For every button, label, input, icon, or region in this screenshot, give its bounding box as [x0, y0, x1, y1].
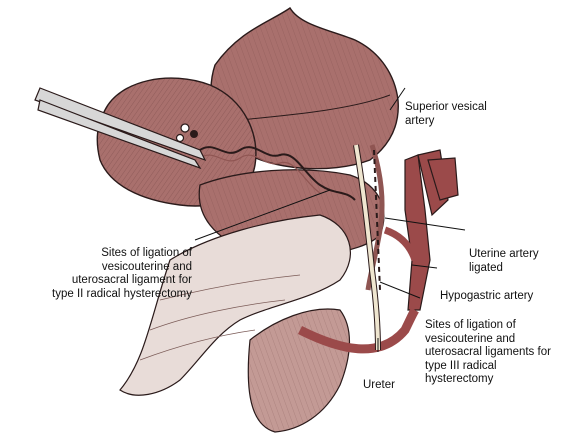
hypogastric-artery	[297, 149, 459, 354]
label-ureter: Ureter	[363, 379, 395, 391]
leader-lines	[194, 87, 466, 352]
ligament-tube	[199, 146, 356, 201]
label-hypogastric-artery: Hypogastric artery	[440, 290, 534, 302]
rectum	[247, 308, 350, 433]
peritoneal-fold	[119, 214, 351, 396]
bladder	[210, 6, 399, 170]
clamp-instrument	[34, 87, 207, 170]
